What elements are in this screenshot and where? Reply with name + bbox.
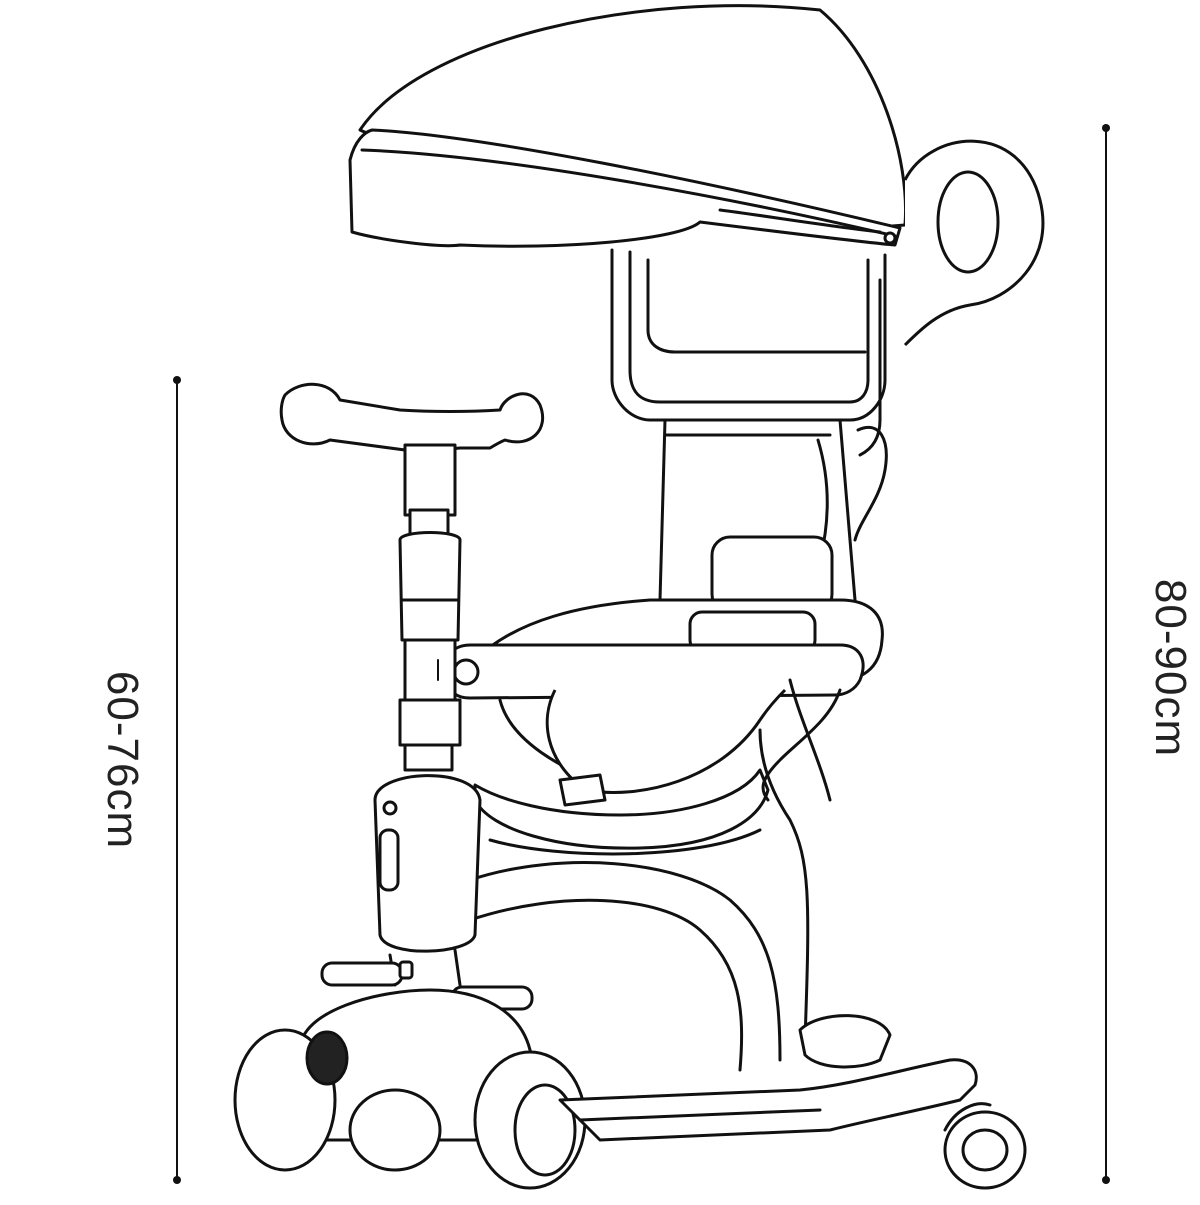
seat-base [473,688,842,856]
dimension-label-right: 80-90cm [1146,578,1195,758]
steering-housing [373,774,482,987]
dimension-label-left: 60-76cm [98,670,147,850]
seat-and-bumper-bar [446,598,884,807]
canopy [348,4,908,248]
handlebar [279,382,544,772]
scooter-deck [558,1014,978,1142]
rear-wheel [943,1102,1027,1190]
canopy-frame [610,248,887,457]
right-dimension-line [1102,124,1110,1184]
left-dimension-line [173,376,181,1184]
seat-backrest [658,418,888,614]
push-handle-ring [903,139,1045,347]
front-wheel-assembly [233,988,587,1190]
frame-arch [468,678,832,1072]
